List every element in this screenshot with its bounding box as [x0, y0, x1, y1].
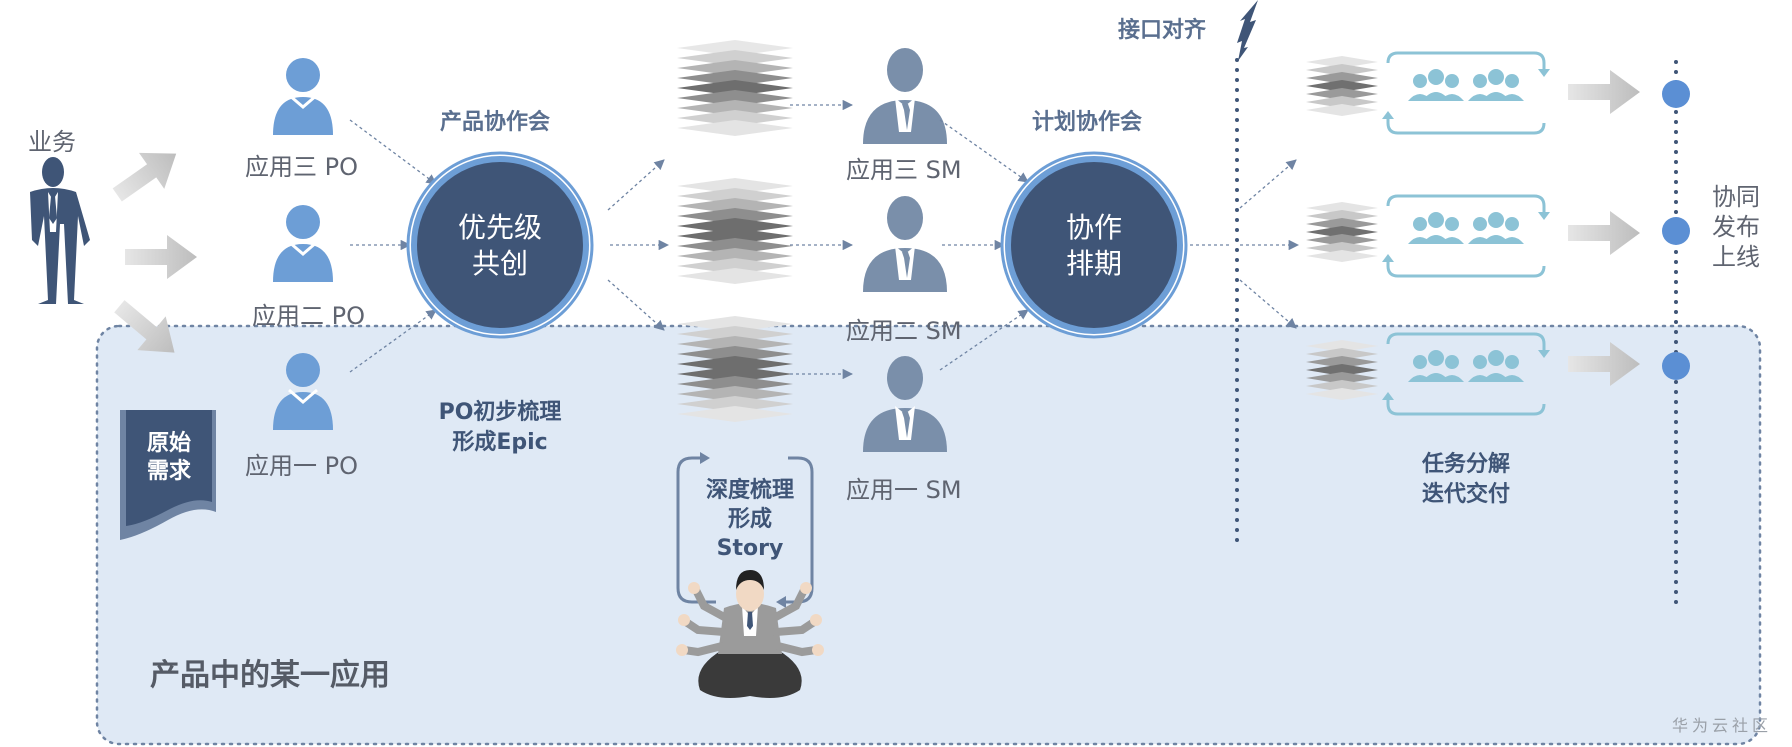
app-region-label: 产品中的某一应用: [150, 658, 390, 693]
task-stack-two: [1306, 202, 1378, 262]
release-dot-two: [1662, 217, 1690, 245]
po-two-label: 应用二 PO: [252, 302, 365, 330]
epic-stack-one: [677, 316, 793, 422]
release-line3: 上线: [1712, 243, 1760, 271]
sm-three-label: 应用三 SM: [846, 156, 962, 184]
team-three-icon: [1380, 51, 1552, 135]
release-dot-one: [1662, 352, 1690, 380]
stack-to-sm-arrows: [790, 99, 854, 380]
business-label: 业务: [28, 128, 76, 156]
sm-to-schedule-arrows: [939, 119, 1029, 371]
schedule-circle: [1000, 151, 1188, 339]
story-loop: [676, 456, 814, 604]
story-line1: 深度梳理: [705, 478, 794, 503]
sm-two-label: 应用二 SM: [846, 317, 962, 345]
epic-line1: PO初步梳理: [438, 400, 562, 425]
task-label: 任务分解 迭代交付: [1396, 450, 1536, 510]
release-line1: 协同: [1712, 183, 1760, 211]
original-req-line1: 原始: [146, 431, 191, 456]
story-line2: 形成: [727, 507, 772, 532]
original-req-line2: 需求: [146, 459, 191, 484]
schedule-label: 协作 排期: [1024, 210, 1164, 282]
epic-stack-three: [677, 40, 793, 136]
epic-label: PO初步梳理 形成Epic: [420, 398, 580, 458]
priority-line2: 共创: [471, 247, 528, 280]
schedule-line2: 排期: [1065, 247, 1122, 280]
priority-to-stacks-arrows: [607, 159, 670, 331]
task-line2: 迭代交付: [1421, 482, 1510, 507]
app-region-box: [95, 324, 1762, 746]
po-to-priority-arrows: [349, 119, 437, 373]
schedule-line1: 协作: [1065, 211, 1122, 244]
release-label: 协同 发布 上线: [1712, 182, 1760, 272]
schedule-to-team-arrows: [1190, 159, 1300, 329]
interface-align-label: 接口对齐: [1118, 18, 1207, 43]
task-stack-one: [1306, 340, 1378, 400]
story-label: 深度梳理 形成 Story: [688, 476, 812, 563]
epic-line2: 形成Epic: [452, 430, 548, 455]
story-line3: Story: [716, 536, 784, 561]
po-two-icon: [271, 203, 335, 284]
story-loop-arrow-bottom: [776, 596, 786, 608]
release-line2: 发布: [1712, 213, 1760, 241]
sm-one-label: 应用一 SM: [846, 476, 962, 504]
po-three-icon: [271, 56, 335, 137]
sm-three-icon: [863, 48, 947, 144]
priority-circle: [406, 151, 594, 339]
product-meeting-label: 产品协作会: [440, 110, 551, 135]
po-one-label: 应用一 PO: [245, 452, 358, 480]
businessman-icon: [30, 157, 90, 304]
lightning-icon: [1237, 0, 1258, 61]
release-dot-three: [1662, 80, 1690, 108]
task-line1: 任务分解: [1421, 452, 1510, 477]
task-stack-three: [1306, 56, 1378, 116]
watermark: 华为云社区: [1672, 716, 1773, 735]
po-three-label: 应用三 PO: [245, 153, 358, 181]
epic-stack-two: [677, 178, 793, 284]
plan-meeting-label: 计划协作会: [1032, 110, 1143, 135]
priority-line1: 优先级: [457, 211, 542, 244]
sm-two-icon: [863, 196, 947, 292]
original-requirement-text: 原始 需求: [126, 430, 212, 486]
team-two-icon: [1380, 194, 1552, 278]
original-requirement-doc: [120, 410, 216, 540]
meditating-person-icon: [676, 570, 824, 698]
priority-label: 优先级 共创: [430, 210, 570, 282]
story-loop-arrow-top: [700, 452, 710, 464]
